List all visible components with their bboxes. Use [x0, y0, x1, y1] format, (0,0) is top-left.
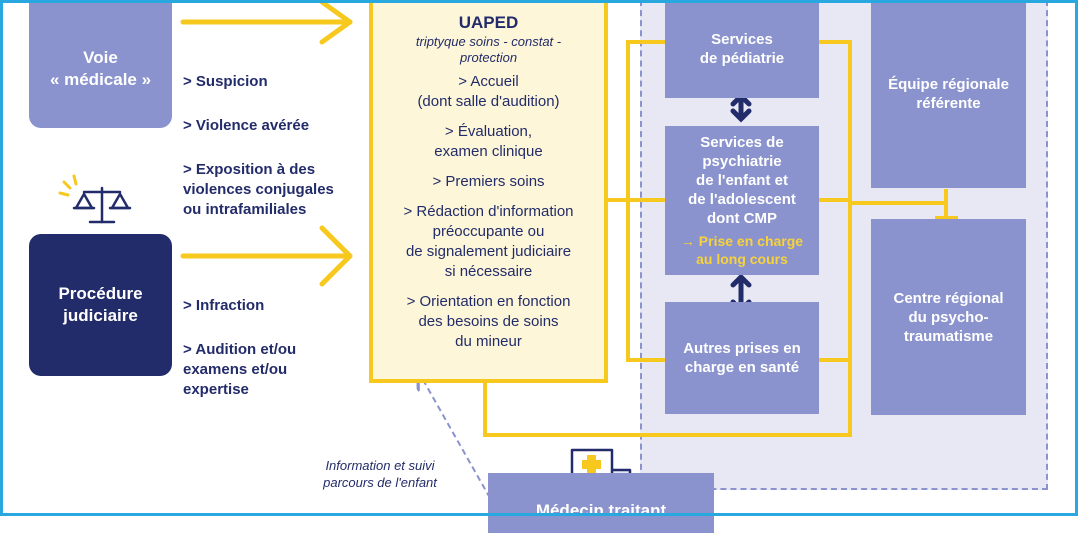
- arrow-medical: [180, 0, 353, 45]
- services-psychiatrie-label: Services de psychiatrie de l'enfant et d…: [688, 134, 796, 227]
- equipe-regionale-label: Équipe régionale référente: [888, 76, 1009, 112]
- judicial-bullet: > Audition et/ou examens et/ou expertise: [183, 341, 297, 398]
- medical-bullets: > Suspicion > Violence avérée > Expositi…: [183, 52, 368, 244]
- uaped-item: > Rédaction d'information préoccupante o…: [403, 203, 574, 280]
- judicial-bullets: > Infraction > Audition et/ou examens et…: [183, 276, 353, 424]
- voie-medicale-box: Voie « médicale »: [29, 0, 172, 128]
- equipe-regionale-box: Équipe régionale référente: [871, 0, 1026, 188]
- voie-medicale-label: Voie « médicale »: [49, 48, 152, 89]
- uaped-item: > Premiers soins: [432, 173, 545, 190]
- services-pediatrie-box: Services de pédiatrie: [665, 0, 819, 98]
- autres-prises-label: Autres prises en charge en santé: [683, 340, 801, 376]
- centre-regional-box: Centre régional du psycho- traumatisme: [871, 219, 1026, 415]
- medical-bullet: > Violence avérée: [183, 117, 310, 134]
- services-pediatrie-label: Services de pédiatrie: [699, 31, 785, 67]
- uaped-item: > Orientation en fonction des besoins de…: [406, 293, 571, 350]
- procedure-judiciaire-box: Procédure judiciaire: [29, 234, 172, 376]
- uaped-title: UAPED: [458, 13, 519, 32]
- uaped-box: UAPED triptyque soins - constat - protec…: [369, 0, 608, 383]
- uaped-subtitle: triptyque soins - constat - protection: [415, 34, 562, 65]
- info-suivi-label: Information et suivi parcours de l'enfan…: [323, 458, 437, 490]
- services-psychiatrie-box: Services de psychiatrie de l'enfant et d…: [665, 126, 819, 275]
- uaped-item: > Accueil (dont salle d'audition): [417, 73, 560, 110]
- judicial-bullet: > Infraction: [183, 297, 265, 314]
- autres-prises-box: Autres prises en charge en santé: [665, 302, 819, 414]
- medical-bullet: > Exposition à des violences conjugales …: [183, 161, 334, 218]
- sparkle-icon: [58, 174, 78, 197]
- info-dashed-arrow: [422, 378, 491, 499]
- outer-frame: [0, 0, 1078, 516]
- centre-regional-label: Centre régional du psycho- traumatisme: [893, 289, 1004, 345]
- uaped-item: > Évaluation, examen clinique: [434, 123, 543, 160]
- procedure-judiciaire-label: Procédure judiciaire: [58, 284, 143, 325]
- long-term-care-highlight: → Prise en charge au long cours: [680, 233, 804, 267]
- network-lines: [483, 40, 958, 437]
- arrow-judicial: [180, 225, 353, 287]
- scales-icon: [72, 186, 132, 224]
- medical-bullet: > Suspicion: [183, 73, 268, 90]
